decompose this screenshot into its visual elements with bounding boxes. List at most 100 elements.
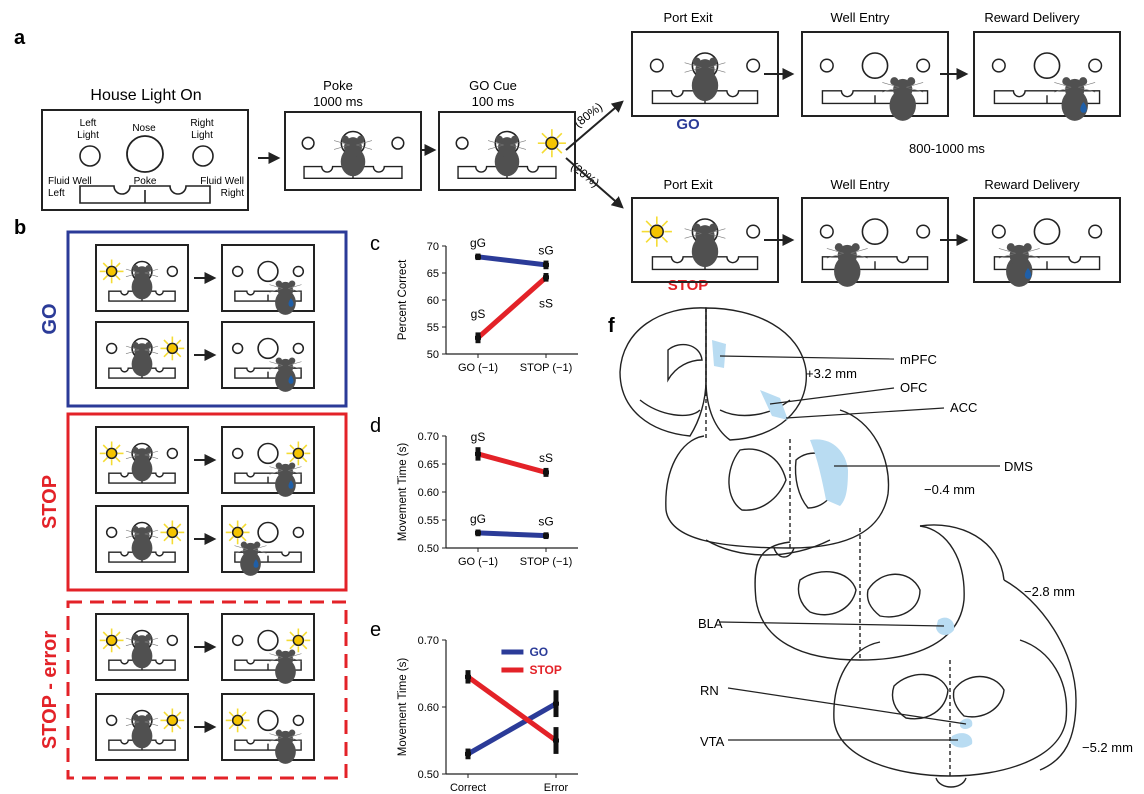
y-tick-label: 0.60 — [418, 702, 439, 714]
go-reward-chamber — [973, 31, 1121, 121]
stop-step-3-title: Reward Delivery — [984, 177, 1080, 192]
y-tick-label: 55 — [427, 322, 439, 334]
prob-go-label: (80%) — [571, 100, 605, 131]
water-drop-icon — [288, 480, 294, 489]
house-light-title: House Light On — [90, 87, 201, 104]
stop-group-frame — [66, 412, 348, 592]
go-step-3-title: Reward Delivery — [984, 10, 1080, 25]
data-point — [543, 275, 549, 280]
rat-icon — [826, 243, 868, 287]
rat-icon — [269, 462, 302, 497]
panel-letter-b: b — [14, 217, 26, 239]
ofc-region — [760, 390, 788, 420]
water-drop-icon — [1024, 268, 1032, 279]
region-label-dms: DMS — [1004, 459, 1033, 474]
point-label: sS — [539, 451, 553, 465]
data-point — [465, 751, 471, 756]
panel-letter-d: d — [370, 415, 381, 437]
poke-title: Poke — [323, 78, 353, 93]
region-label-ofc: OFC — [900, 380, 927, 395]
point-label: sS — [539, 296, 553, 310]
stop-trial-label: STOP — [668, 277, 709, 294]
cue-light-icon — [99, 441, 124, 466]
trial-chamber-5-end — [221, 613, 315, 684]
cue-light-icon — [225, 520, 250, 545]
series-line-stop — [476, 275, 548, 340]
rat-icon — [234, 541, 267, 576]
go-group-frame — [66, 230, 348, 408]
cue-light-icon — [99, 628, 124, 653]
rat-icon — [125, 713, 159, 749]
data-point — [475, 254, 481, 259]
y-tick-label: 60 — [427, 295, 439, 307]
data-point — [465, 674, 471, 679]
poke-chamber — [284, 111, 422, 191]
section-mid — [754, 524, 1005, 661]
nose-poke-icon — [126, 135, 164, 173]
poke-duration: 1000 ms — [313, 94, 363, 109]
y-axis-label: Movement Time (s) — [397, 658, 409, 757]
x-tick-label: GO (−1) — [458, 362, 498, 374]
cue-light-icon — [641, 216, 672, 247]
data-point — [543, 262, 549, 267]
stop-port-exit-chamber — [631, 197, 779, 283]
stop-well-entry-chamber — [801, 197, 949, 287]
y-tick-label: 0.60 — [418, 487, 439, 499]
region-label-rn: RN — [700, 683, 719, 698]
water-drop-icon — [253, 559, 259, 568]
go-cue-chamber — [438, 111, 576, 191]
y-tick-label: 0.55 — [418, 515, 439, 527]
data-point — [543, 470, 549, 475]
panel-letter-e: e — [370, 619, 381, 641]
go-cue-title: GO Cue — [469, 78, 517, 93]
rat-icon — [125, 525, 159, 561]
point-label: gG — [470, 236, 486, 250]
series-line-go — [477, 254, 547, 268]
coord-label-2: −0.4 mm — [924, 482, 975, 497]
rat-icon — [333, 135, 373, 177]
rat-icon — [1054, 77, 1096, 121]
stop-group-label: STOP — [39, 475, 61, 529]
series-line-stop — [466, 674, 558, 743]
cue-light-icon — [537, 129, 566, 158]
trial-chamber-2-end — [221, 321, 315, 392]
x-tick-label: Correct — [450, 782, 486, 794]
go-well-entry-chamber — [801, 31, 949, 121]
rat-icon — [269, 280, 302, 315]
region-label-bla: BLA — [698, 616, 723, 631]
stop-error-group-frame — [66, 600, 348, 780]
cue-light-icon — [160, 520, 185, 545]
data-point — [543, 533, 549, 538]
cue-light-icon — [99, 259, 124, 284]
go-port-exit-chamber — [631, 31, 779, 117]
timing-label: 800-1000 ms — [909, 141, 985, 156]
section-striatal — [665, 409, 890, 558]
rat-icon — [269, 729, 302, 764]
bla-region — [936, 617, 955, 636]
cue-light-icon — [160, 336, 185, 361]
region-label-mpfc: mPFC — [900, 352, 937, 367]
series-line-stop — [477, 451, 547, 475]
x-tick-label: STOP (−1) — [520, 556, 572, 568]
x-tick-label: GO (−1) — [458, 556, 498, 568]
point-label: gG — [470, 512, 486, 526]
rat-icon — [487, 135, 527, 177]
point-label: sG — [538, 244, 553, 258]
section-posterior — [833, 579, 1077, 788]
trial-chamber-4-start — [95, 505, 189, 573]
cue-light-icon — [225, 708, 250, 733]
coord-label-3: −2.8 mm — [1024, 584, 1075, 599]
point-label: gS — [471, 307, 486, 321]
rat-icon — [684, 223, 726, 268]
panel-letter-f: f — [608, 315, 615, 337]
stop-reward-chamber — [973, 197, 1121, 287]
section-anterior — [619, 307, 807, 441]
data-point — [475, 530, 481, 535]
coord-label-4: −5.2 mm — [1082, 740, 1133, 755]
y-tick-label: 65 — [427, 268, 439, 280]
region-label-vta: VTA — [700, 734, 725, 749]
